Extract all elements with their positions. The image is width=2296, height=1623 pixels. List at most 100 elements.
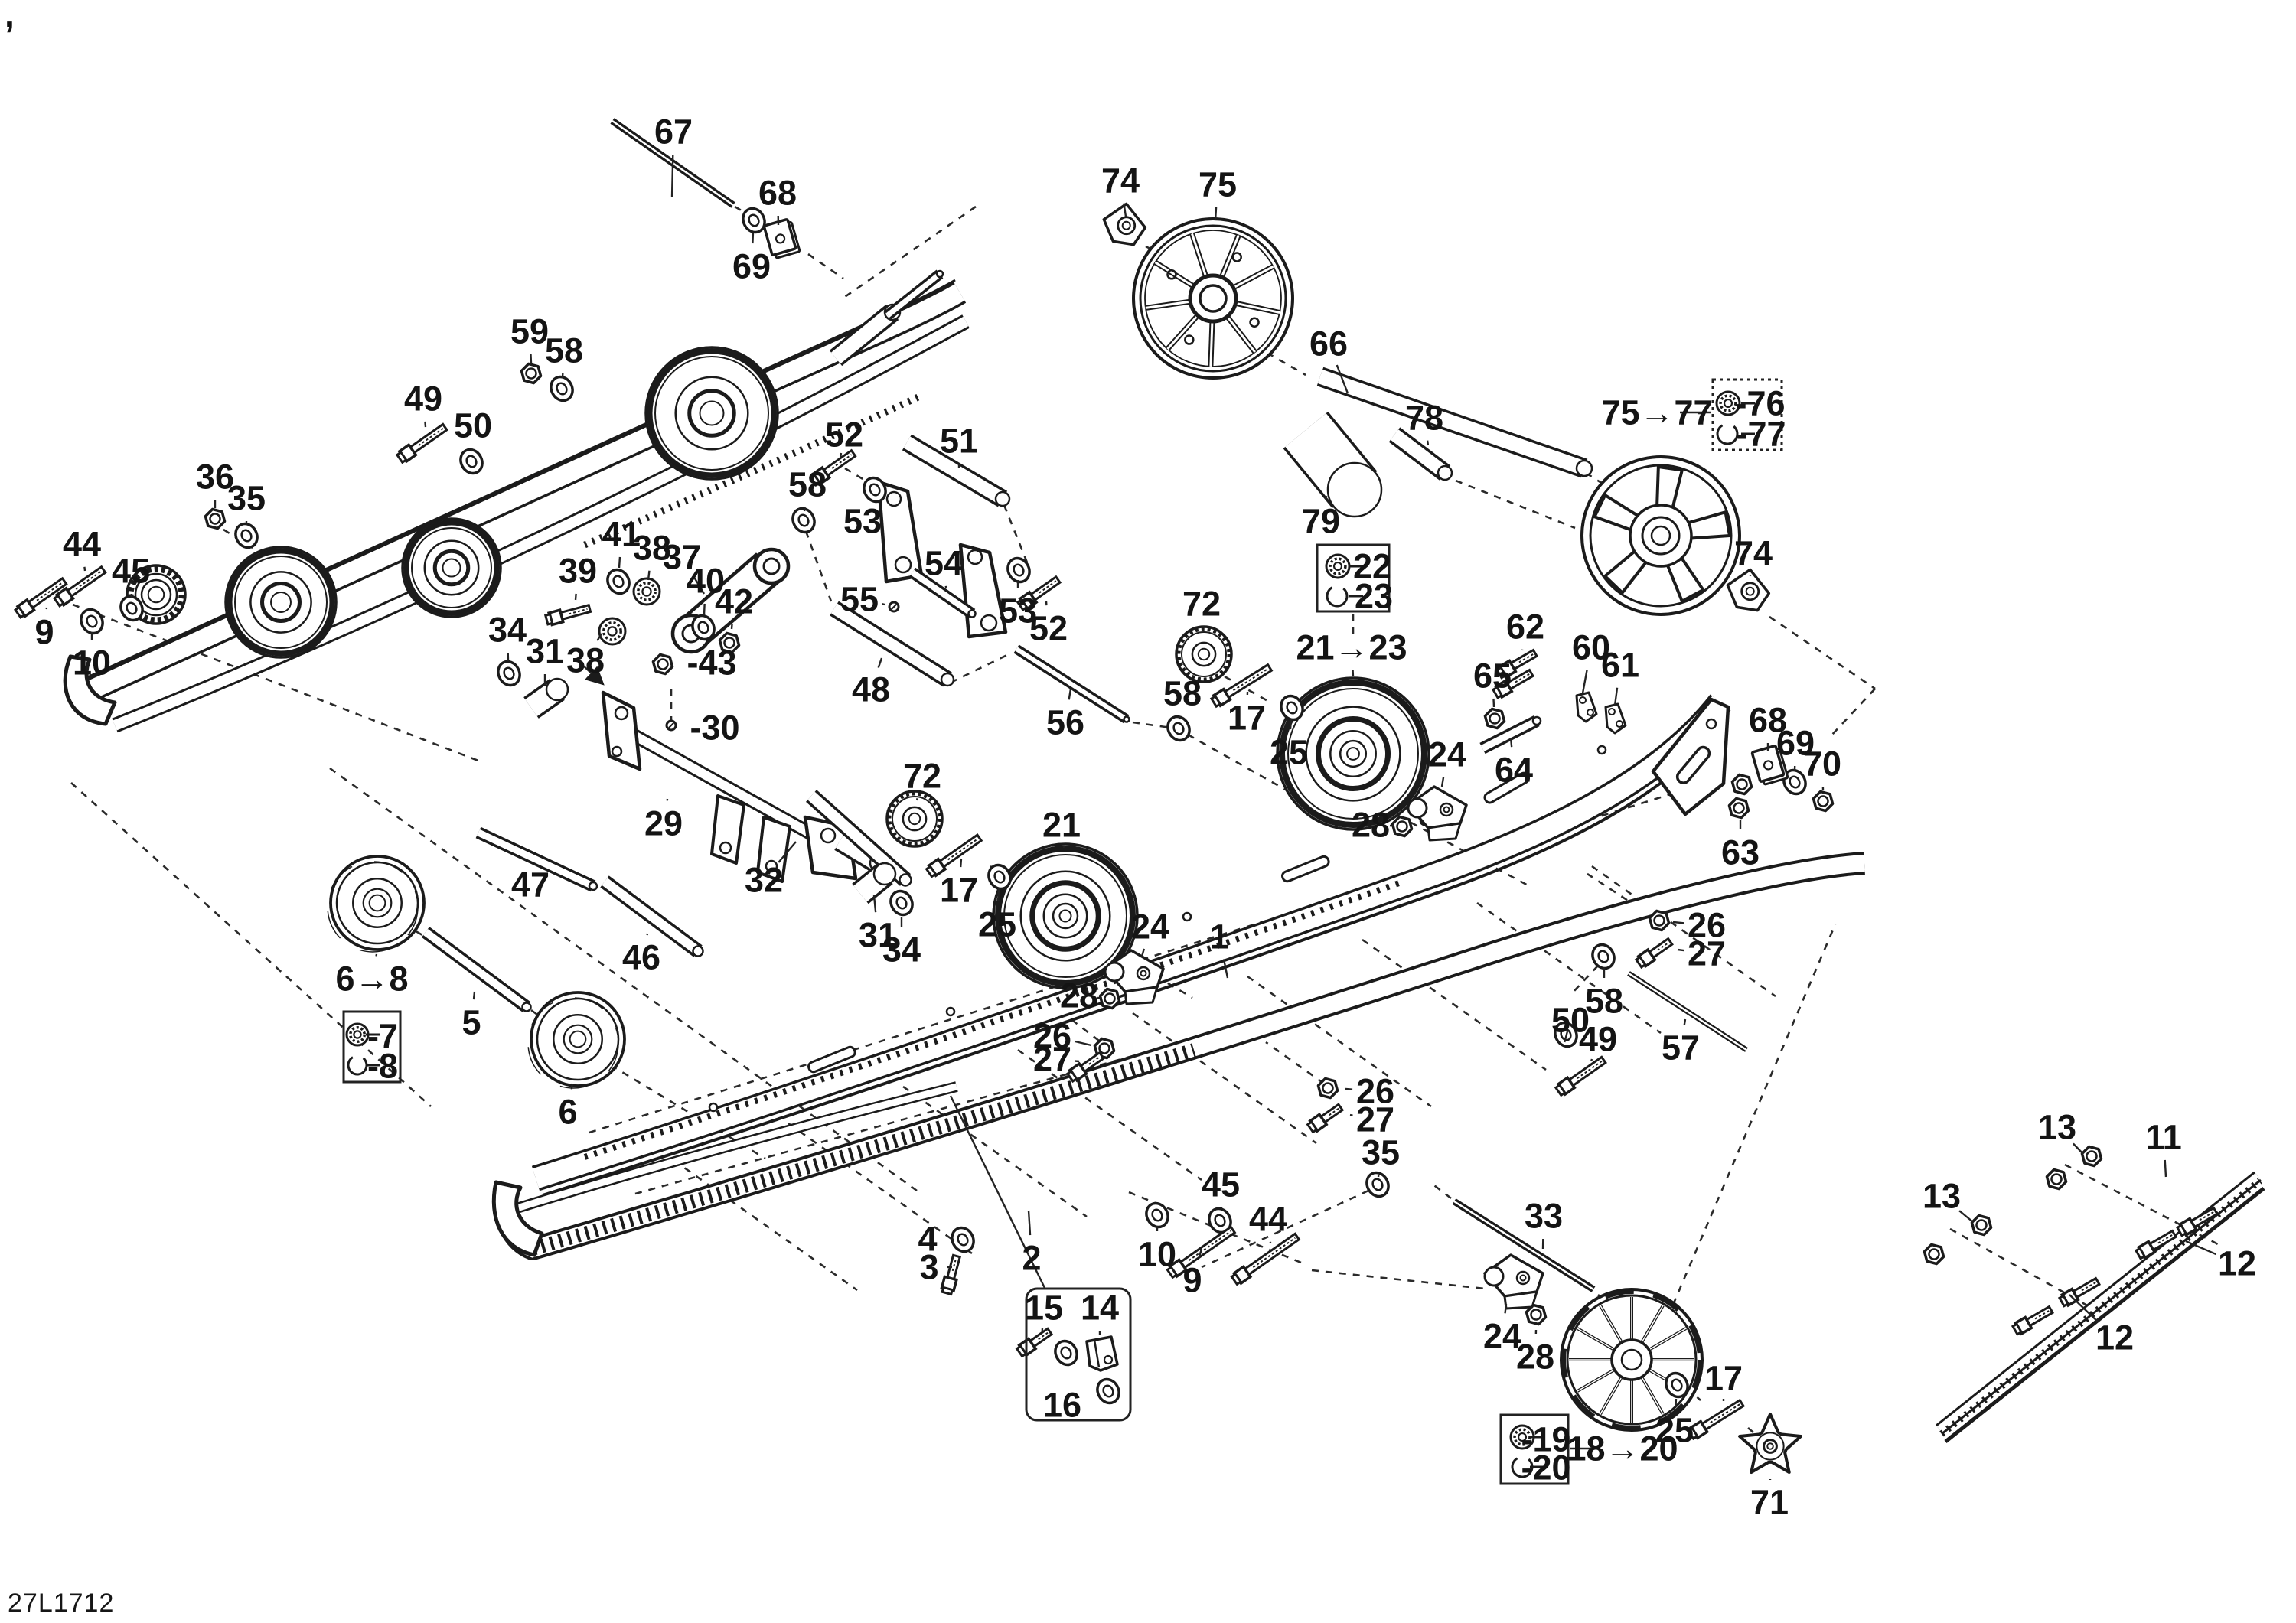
callout-label: 72 xyxy=(903,757,941,796)
callout-leader xyxy=(877,657,883,668)
callout-label: 14 xyxy=(1081,1289,1119,1328)
callout-label: 41 xyxy=(602,515,641,554)
snapring-icon xyxy=(1511,1455,1534,1478)
callout-leader xyxy=(83,566,86,572)
screw-icon xyxy=(665,719,677,732)
callout-label: 21→23 xyxy=(1296,628,1407,667)
nut-icon xyxy=(204,507,227,530)
callout-label: 50 xyxy=(454,406,492,445)
shaft xyxy=(1013,644,1130,724)
bearing-icon xyxy=(345,1022,370,1047)
callout-leader xyxy=(915,798,918,801)
callout-label: 3 xyxy=(919,1248,938,1287)
callout-leader xyxy=(693,576,706,595)
callout-leader xyxy=(997,887,1000,902)
callout-label: 15 xyxy=(1025,1289,1063,1328)
nut-icon xyxy=(1483,707,1506,730)
callout-label: 79 xyxy=(1302,502,1340,541)
callout-leader xyxy=(1564,1031,1569,1043)
callout-label: 26 xyxy=(1688,906,1726,945)
bolt-icon xyxy=(1306,1103,1345,1134)
callout-label: 54 xyxy=(925,544,963,583)
callout-label: 64 xyxy=(1495,751,1533,790)
callout-label: 27 xyxy=(1033,1040,1071,1079)
bolt-icon xyxy=(1491,668,1535,699)
bolt-icon xyxy=(1209,663,1274,709)
wheel-ringwheel xyxy=(224,546,338,659)
bearing-icon xyxy=(598,617,627,646)
bearing-icon xyxy=(632,577,661,606)
callout-label: 48 xyxy=(852,670,890,709)
washer-icon xyxy=(863,476,887,504)
washer-icon xyxy=(1591,943,1616,970)
callout-label: 12 xyxy=(2218,1244,2256,1283)
callout-label: 34 xyxy=(882,930,921,970)
callout-label: 22 xyxy=(1353,547,1391,586)
washer-icon xyxy=(1145,1201,1169,1229)
wheel-spoked5 xyxy=(1580,455,1741,616)
washer-icon xyxy=(234,522,259,549)
callout-label: 58 xyxy=(788,465,827,504)
screw-icon xyxy=(888,601,900,613)
bearing-icon xyxy=(1715,390,1741,416)
washer-icon xyxy=(889,889,914,917)
bolt-icon xyxy=(1634,937,1674,970)
shaft xyxy=(1283,411,1383,518)
washer-icon xyxy=(1096,1377,1120,1405)
wheel-spoked12 xyxy=(1560,1288,1704,1432)
bolt-icon xyxy=(395,422,448,464)
callout-label: 75→77 xyxy=(1601,393,1712,432)
shafts-and-tubes xyxy=(421,118,1748,1292)
callout-leader xyxy=(1590,1058,1593,1062)
callout-label: 58 xyxy=(1585,982,1623,1021)
shaft xyxy=(830,601,955,687)
callout-label: 25 xyxy=(1270,733,1308,772)
callout-label: 4 xyxy=(918,1220,937,1259)
washer-icon xyxy=(1006,556,1031,584)
shaft xyxy=(1388,427,1453,481)
callout-label: 5 xyxy=(461,1003,481,1042)
plate-icon xyxy=(1750,745,1789,786)
inset-box xyxy=(1025,1287,1132,1422)
callout-label: 58 xyxy=(545,331,583,370)
stray-mark: , xyxy=(5,0,15,34)
callout-leader xyxy=(670,154,674,198)
nut-icon xyxy=(1730,773,1753,796)
callout-leader xyxy=(1336,364,1349,394)
callout-label: 53 xyxy=(999,592,1037,631)
washer-icon xyxy=(791,507,816,534)
callout-label: 52 xyxy=(1029,609,1068,648)
nut-icon xyxy=(651,653,674,676)
callout-label: 50 xyxy=(1551,1001,1590,1040)
callout-leader xyxy=(839,452,843,458)
callout-leader xyxy=(647,570,651,581)
callout-label: 62 xyxy=(1506,608,1544,647)
callout-label: -43 xyxy=(687,644,736,683)
bolt-icon xyxy=(1065,1051,1105,1084)
callout-label: 45 xyxy=(1202,1165,1240,1204)
nut-icon xyxy=(1391,815,1414,838)
bolt-icon xyxy=(925,833,983,878)
washer-icon xyxy=(691,614,716,641)
swing-arm-29 xyxy=(601,690,889,883)
callout-label: -7 xyxy=(367,1017,398,1056)
callout-label: 1 xyxy=(1209,917,1228,957)
callout-label: 11 xyxy=(2145,1118,2182,1157)
callout-label: 26 xyxy=(1033,1017,1071,1056)
callout-label: 18→20 xyxy=(1567,1429,1678,1468)
callout-leader xyxy=(1683,1018,1687,1025)
callout-label: 44 xyxy=(1249,1200,1287,1239)
wheel-ringed xyxy=(992,842,1139,989)
callout-label: 65 xyxy=(1473,657,1512,696)
nut-icon xyxy=(1812,790,1835,813)
bolt-icon xyxy=(809,448,857,487)
callout-label: 59 xyxy=(510,312,549,351)
callout-label: 39 xyxy=(559,552,597,591)
bolt-icon xyxy=(1166,1225,1237,1279)
callout-leader xyxy=(1581,670,1588,694)
callout-label: 33 xyxy=(1525,1197,1563,1236)
brk14-icon xyxy=(1085,1335,1119,1372)
callout-leader xyxy=(1214,207,1218,221)
callout-leader xyxy=(424,421,427,428)
